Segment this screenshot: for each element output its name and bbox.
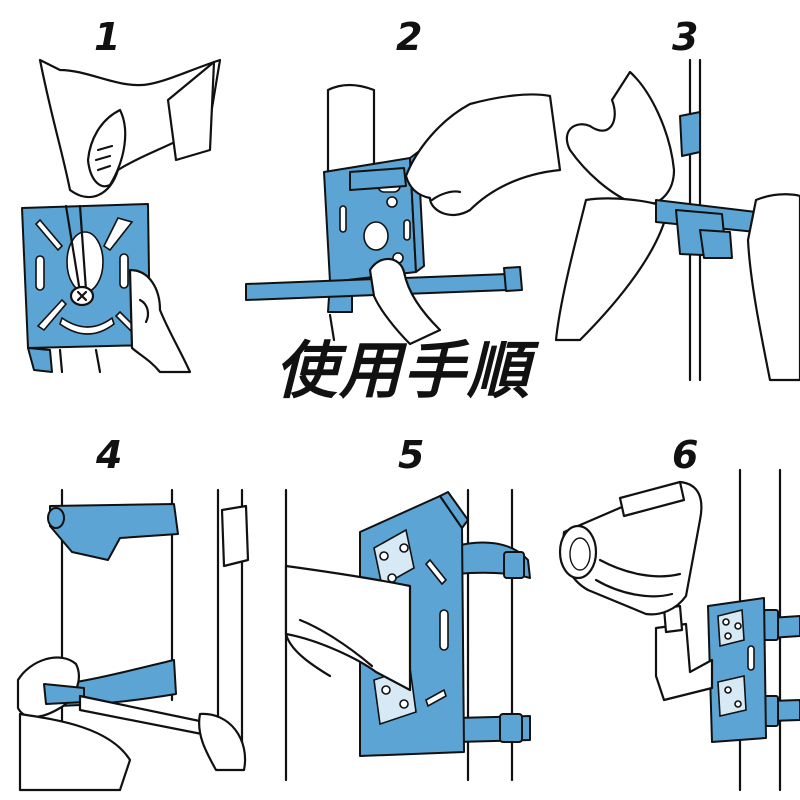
step-5-number: 5 <box>398 433 425 477</box>
step-6-number: 6 <box>672 433 699 477</box>
step-5-illustration <box>284 488 531 782</box>
step-3-illustration <box>554 58 800 382</box>
step-4-upper-strap <box>49 503 179 561</box>
step-2-number: 2 <box>396 15 423 59</box>
page-title: 使用手順 <box>274 334 531 407</box>
step-2-pipe <box>326 83 376 174</box>
step-6-illustration <box>558 468 800 792</box>
step-4-number: 4 <box>96 433 123 477</box>
step-3-number: 3 <box>672 15 699 59</box>
step-1-number: 1 <box>94 15 121 59</box>
step-4-illustration <box>16 488 250 792</box>
step-1-illustration <box>21 58 222 374</box>
step-2-illustration <box>245 83 562 346</box>
